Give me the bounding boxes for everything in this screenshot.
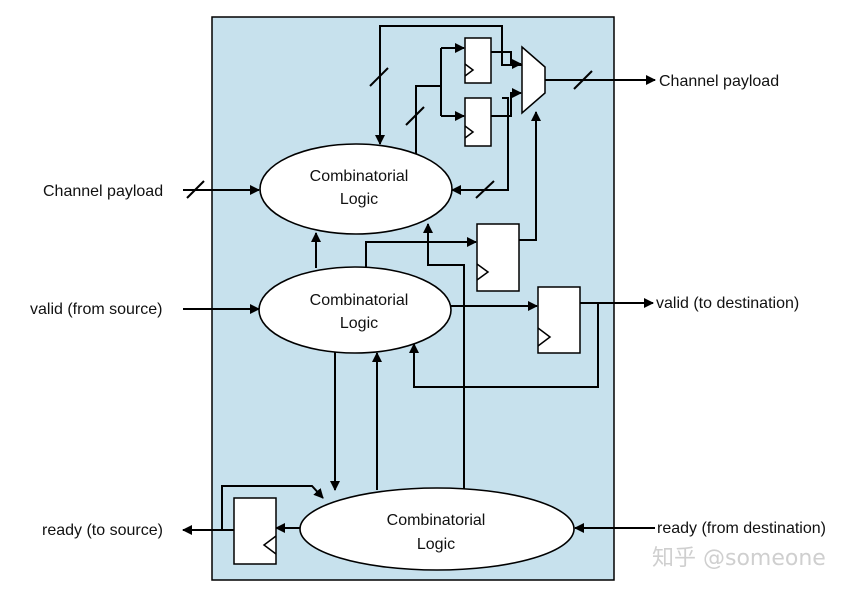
register-ready bbox=[233, 497, 277, 565]
label-ready-in: ready (from destination) bbox=[657, 520, 826, 537]
combinatorial-logic-top: Combinatorial Logic bbox=[259, 143, 453, 235]
label-channel-payload-in: Channel payload bbox=[43, 183, 163, 200]
logic-bottom-line1: Combinatorial bbox=[387, 512, 486, 529]
label-ready-out: ready (to source) bbox=[42, 522, 163, 539]
label-channel-payload-out: Channel payload bbox=[659, 73, 779, 90]
wire-ready-feedback bbox=[221, 485, 324, 530]
wire-payload-loop bbox=[375, 25, 522, 145]
wire-feedback-top bbox=[451, 97, 509, 195]
watermark: 知乎 @someone bbox=[652, 546, 826, 571]
register-select bbox=[476, 223, 520, 292]
bus-slash bbox=[475, 180, 495, 199]
combinatorial-logic-mid: Combinatorial Logic bbox=[258, 266, 452, 354]
logic-bottom-line2: Logic bbox=[417, 536, 455, 553]
logic-mid-line2: Logic bbox=[340, 315, 378, 332]
register-valid bbox=[537, 286, 581, 354]
logic-top-line2: Logic bbox=[340, 191, 378, 208]
wire-reg2-out bbox=[491, 88, 522, 117]
wires bbox=[182, 25, 656, 535]
label-valid-in: valid (from source) bbox=[30, 301, 162, 318]
logic-mid-line1: Combinatorial bbox=[310, 292, 409, 309]
wire-mux-select bbox=[519, 111, 541, 241]
combinatorial-logic-bottom: Combinatorial Logic bbox=[299, 487, 575, 571]
wire-logic-to-regs bbox=[415, 85, 441, 158]
bus-slash bbox=[186, 180, 205, 199]
registers bbox=[233, 37, 581, 565]
bus-slash bbox=[573, 70, 593, 90]
label-valid-out: valid (to destination) bbox=[656, 295, 799, 312]
logic-top-line1: Combinatorial bbox=[310, 168, 409, 185]
wire-ready-to-top bbox=[423, 223, 465, 490]
wire-reg1-out bbox=[491, 51, 522, 69]
bus-slash bbox=[369, 67, 389, 87]
wire-valid-feedback bbox=[409, 303, 599, 388]
register-payload-a bbox=[464, 37, 492, 84]
register-payload-b bbox=[464, 97, 492, 147]
bus-slash bbox=[405, 106, 425, 126]
wire-mid-to-reg bbox=[365, 237, 477, 268]
multiplexer bbox=[521, 45, 546, 115]
